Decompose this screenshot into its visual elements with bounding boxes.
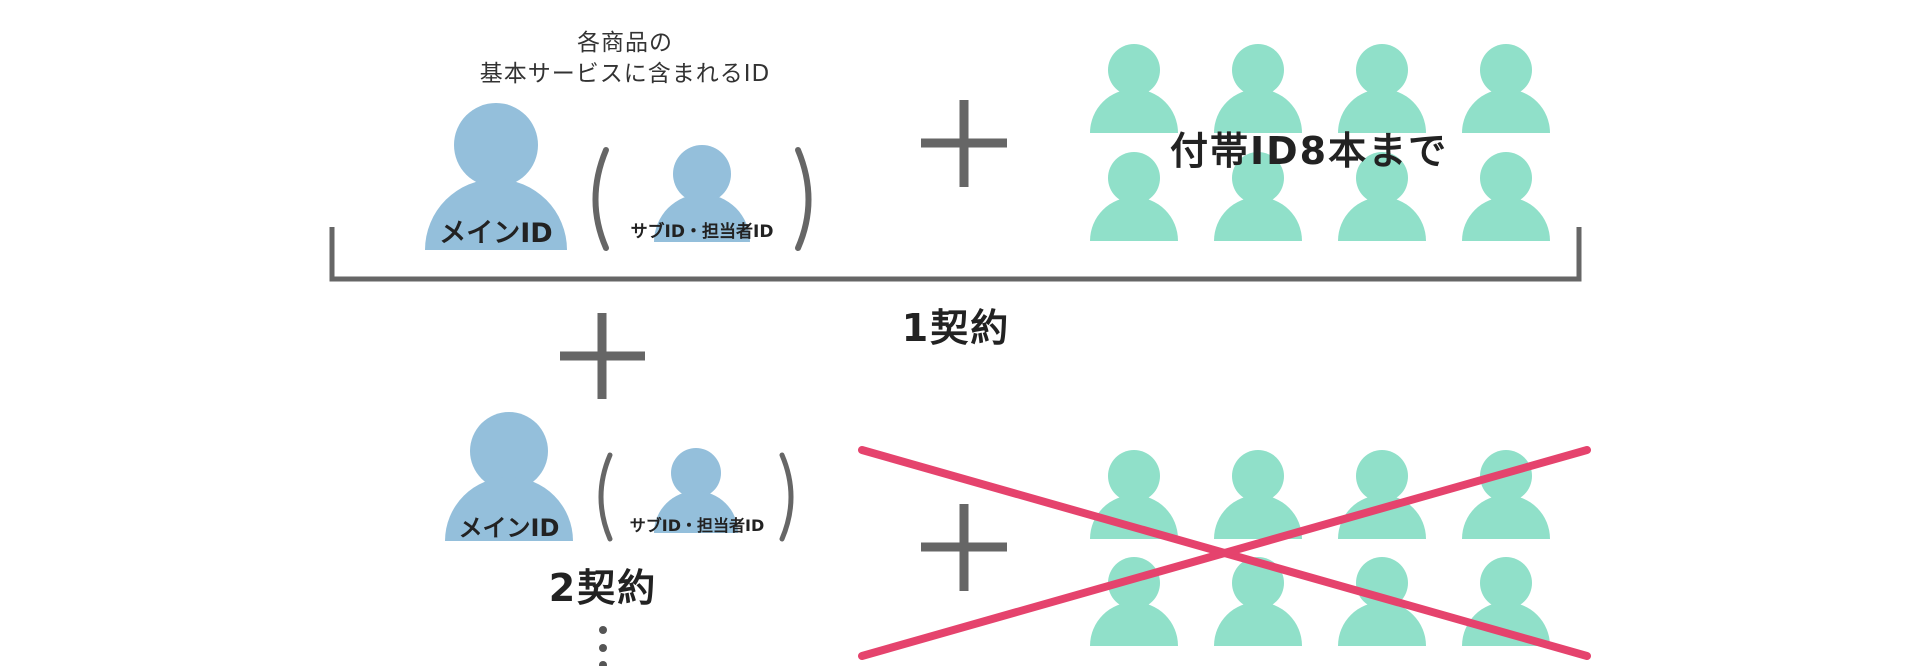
- main-id-person-icon: [425, 103, 567, 250]
- extra-person-icon: [1214, 450, 1302, 539]
- extra-person-icon: [1338, 152, 1426, 241]
- sub-id-person-icon: [654, 145, 750, 242]
- extra-person-icon: [1462, 44, 1550, 133]
- extra-person-icon: [1214, 44, 1302, 133]
- close-paren-icon: [779, 452, 794, 542]
- row1-main-id-label: メインID: [439, 218, 553, 249]
- extra-person-icon: [1090, 152, 1178, 241]
- row2-contract-label: 2契約: [548, 566, 658, 610]
- main-id-person-icon: [445, 412, 573, 541]
- extra-person-icon: [1214, 152, 1302, 241]
- extra-person-icon: [1090, 557, 1178, 646]
- extra-person-icon: [1090, 44, 1178, 133]
- row1-caption-line1: 各商品の: [577, 30, 673, 56]
- row1-caption-line2: 基本サービスに含まれるID: [479, 61, 771, 87]
- plus-icon: [921, 504, 1007, 591]
- plus-icon: [560, 313, 645, 399]
- plus-icon: [921, 100, 1007, 187]
- row1-sub-id-label: サブID・担当者ID: [630, 222, 774, 242]
- vertical-ellipsis-icon: [599, 626, 607, 666]
- cross-out-icon: [858, 446, 1591, 660]
- open-paren-icon: [592, 147, 609, 251]
- extra-person-icon: [1338, 44, 1426, 133]
- extra-person-icon: [1462, 152, 1550, 241]
- close-paren-icon: [795, 147, 812, 251]
- row1-contract-label: 1契約: [901, 306, 1011, 350]
- sub-id-person-icon: [654, 448, 738, 533]
- extra-person-icon: [1462, 557, 1550, 646]
- row2-sub-id-label: サブID・担当者ID: [629, 516, 765, 535]
- row1-caption: 各商品の 基本サービスに含まれるID: [410, 28, 840, 90]
- row1-extra-id-label: 付帯ID8本まで: [1170, 129, 1449, 173]
- open-paren-icon: [598, 452, 613, 542]
- contract-bracket: [329, 227, 1582, 282]
- extra-person-icon: [1338, 450, 1426, 539]
- extra-person-icon: [1090, 450, 1178, 539]
- row2-main-id-label: メインID: [458, 514, 560, 542]
- extra-id-persons-group: [1090, 44, 1550, 241]
